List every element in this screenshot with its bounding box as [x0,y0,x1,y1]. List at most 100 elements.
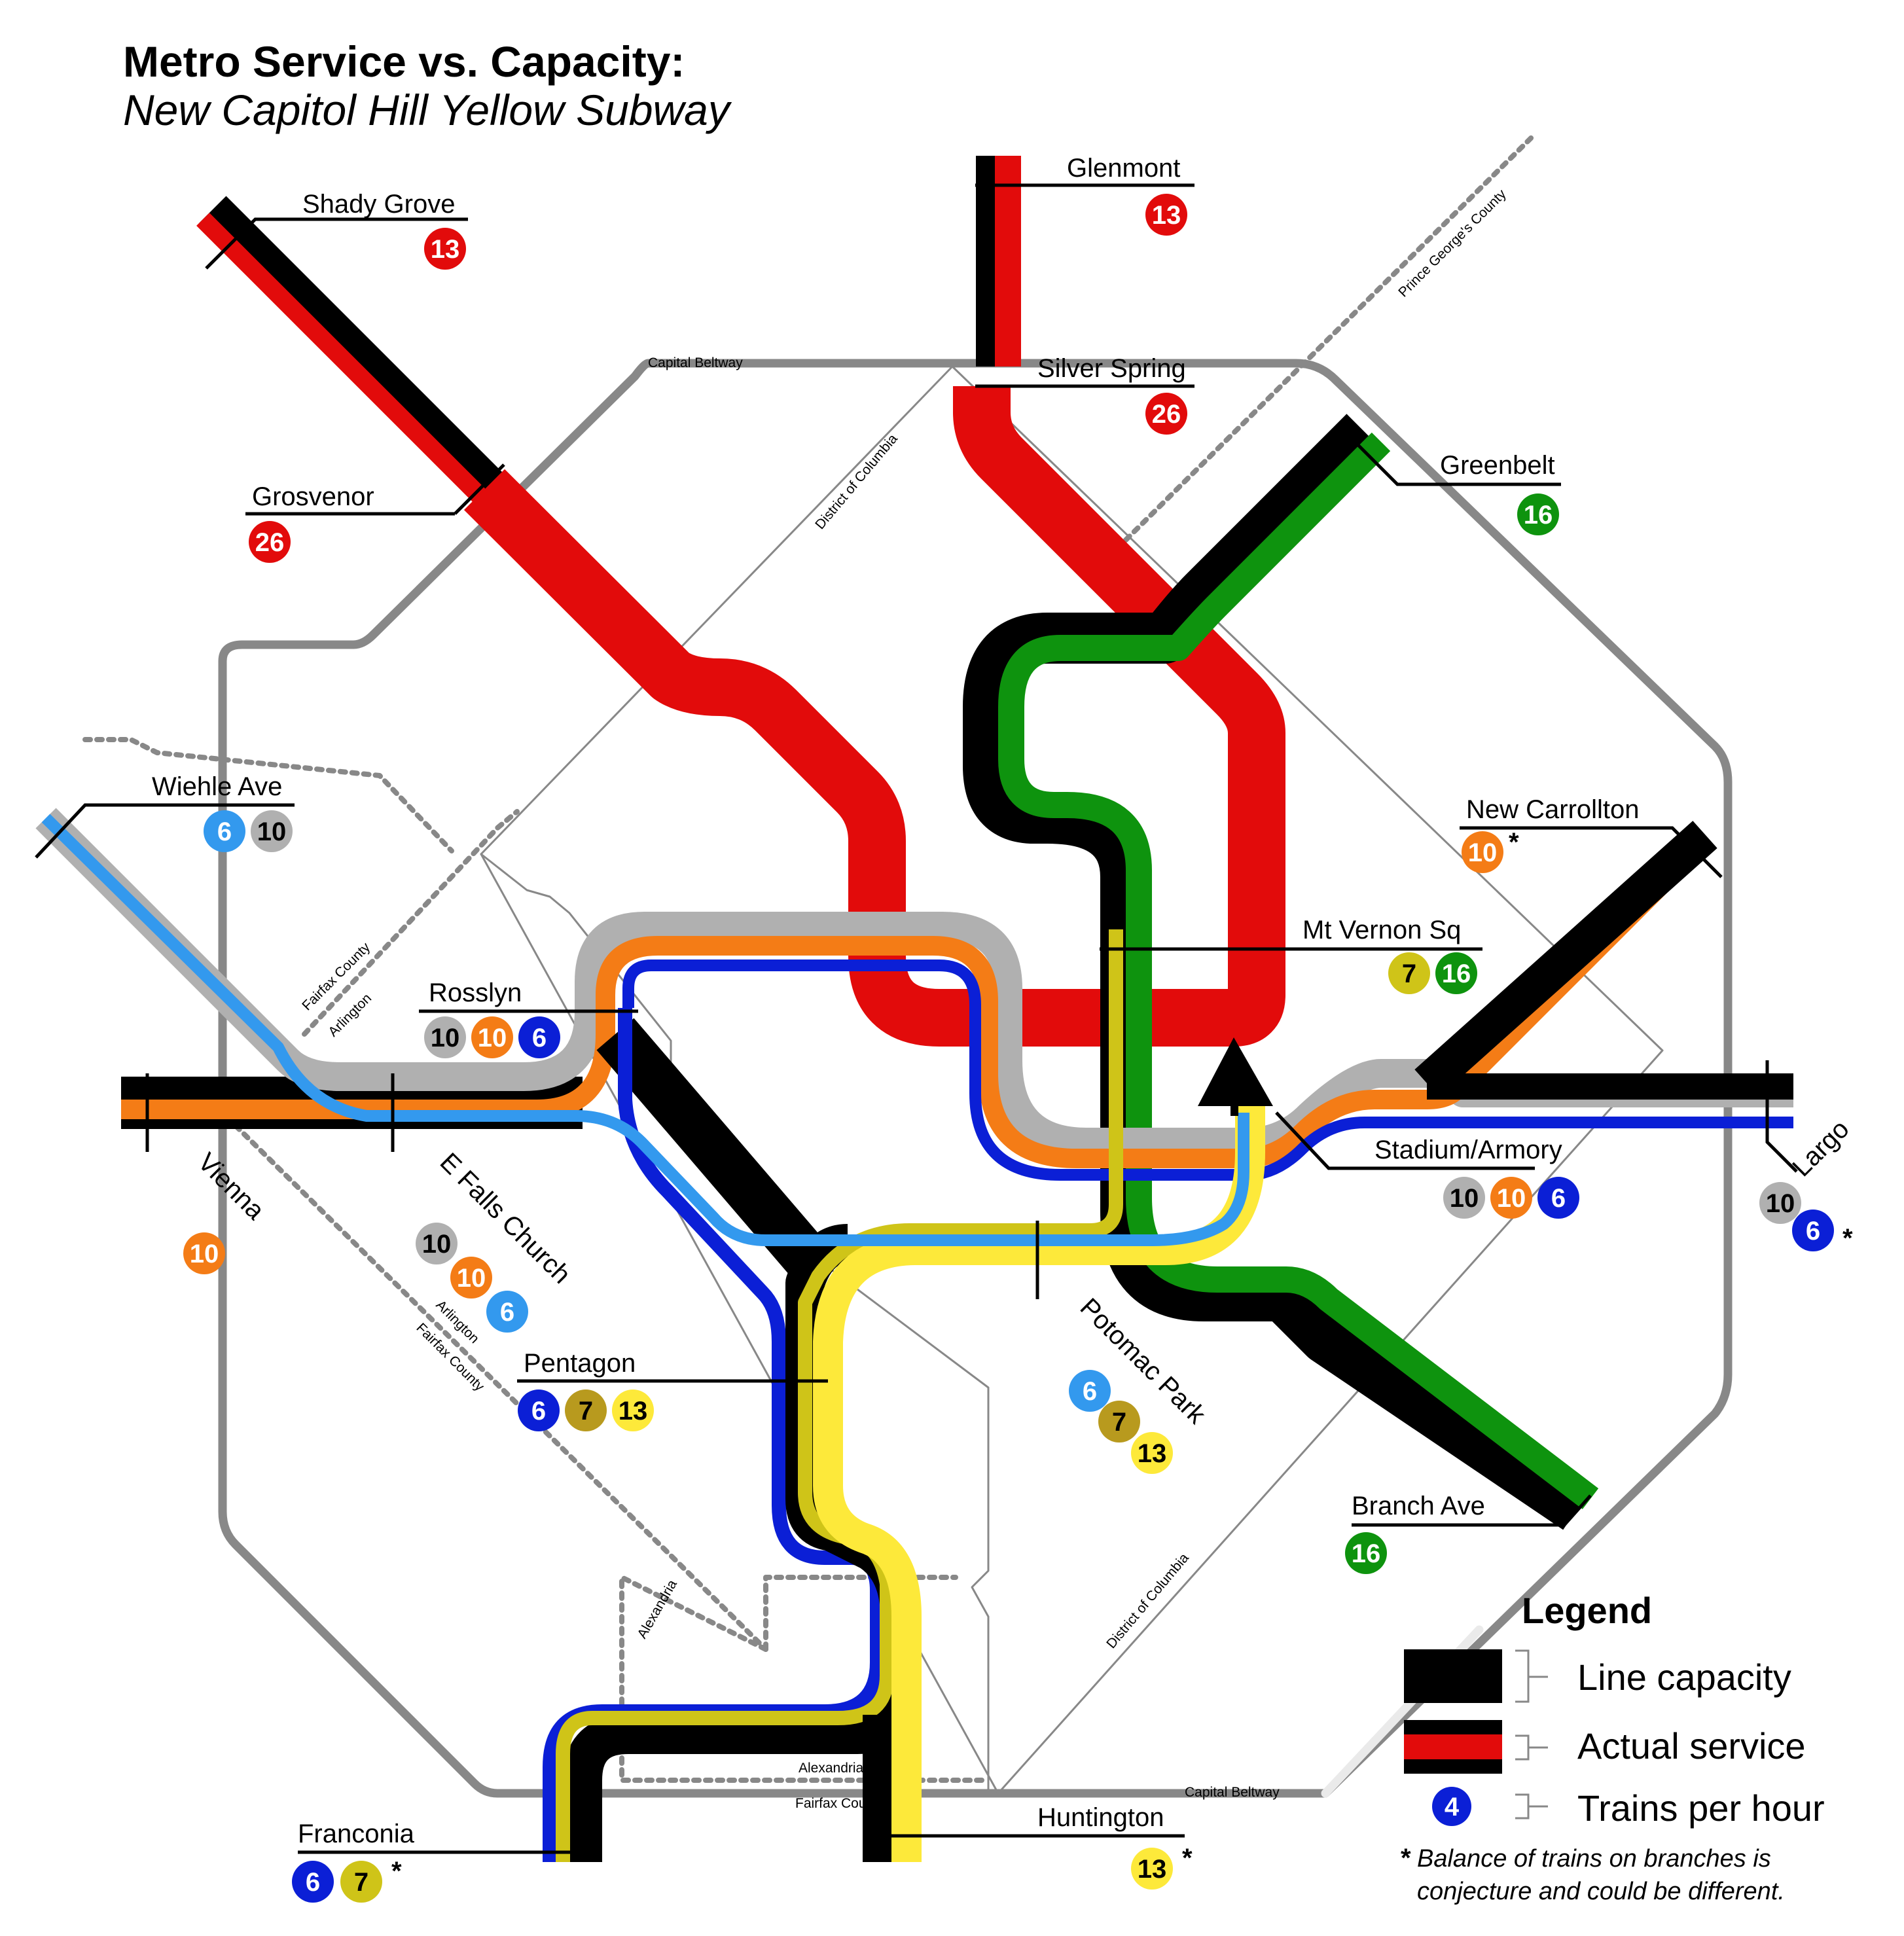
station-wiehle: Wiehle Ave [152,772,282,801]
red-line-trunk [463,384,1285,1047]
pentagon-badge-1-circle [518,1389,560,1431]
station-greenbelt: Greenbelt [1440,451,1555,480]
grosvenor-callout [245,463,505,516]
new-carrollton-note-mark: * [1509,828,1519,857]
legend-tph-label: Trains per hour [1577,1787,1825,1829]
rosslyn-to-pentagon-capacity [596,1018,831,1280]
largo-callout [1765,1060,1798,1173]
largo-badge-2-value: 6 [1806,1217,1820,1246]
station-franconia: Franconia [298,1819,415,1848]
wiehle-badge-2-circle [251,810,293,852]
glenmont-badge-1-value: 13 [1152,201,1181,230]
potomac-badge-3-value: 13 [1138,1439,1167,1468]
pentagon-badge-3-circle [612,1389,654,1431]
yellow-arrow-stem [1230,1103,1238,1116]
red-line-capacity-west [199,196,505,501]
rosslyn-badge-2-value: 10 [478,1024,507,1052]
yellow-line-service [813,1100,1265,1862]
pentagon-badge-2-value: 7 [579,1397,593,1425]
stadium-badge-3-circle [1537,1177,1579,1219]
station-largo: Largo [1787,1115,1854,1182]
station-new-carrollton: New Carrollton [1466,795,1640,824]
vienna-badge-1-value: 10 [190,1240,219,1268]
stadium-badge-3-value: 6 [1551,1184,1566,1213]
huntington-badge-1-value: 13 [1138,1855,1167,1884]
dc-boundary [480,365,1664,1795]
map-subtitle: New Capitol Hill Yellow Subway [123,86,730,134]
shady-grove-badge-1-value: 13 [431,235,460,264]
huntington-badge-1-circle [1131,1848,1173,1890]
station-silver-spring: Silver Spring [1037,354,1186,383]
greenbelt-callout [1347,434,1561,486]
legend-badge-circle [1432,1787,1471,1826]
station-shady-grove: Shady Grove [302,190,455,219]
station-glenmont: Glenmont [1067,154,1180,183]
franconia-badge-2-value: 7 [354,1868,368,1897]
pentagon-badge-2-circle [565,1389,607,1431]
rosslyn-badge-3-circle [518,1016,560,1058]
new-carrollton-badge-1-circle [1462,831,1503,873]
potomac-badge-3-circle [1131,1432,1173,1474]
station-callouts [35,183,1798,1854]
glenmont-badge-1-circle [1145,194,1187,236]
shady-grove-badge-1-circle [424,228,466,270]
station-vienna: Vienna [192,1147,270,1225]
new-carrollton-capacity [1414,821,1717,1097]
legend-service-bracket [1515,1734,1548,1761]
largo-note-mark: * [1842,1224,1853,1253]
mt-vernon-badge-2-circle [1435,952,1477,994]
new-carrollton-badge-1-value: 10 [1468,838,1498,867]
legend-badge-value: 4 [1445,1793,1460,1821]
efalls-badge-3-value: 6 [500,1298,514,1327]
map-title: Metro Service vs. Capacity: [123,37,685,86]
station-stadium: Stadium/Armory [1374,1136,1562,1164]
potomac-badge-2-circle [1098,1401,1140,1443]
wiehle-badge-1-value: 6 [217,817,232,846]
largo-badge-1-circle [1759,1182,1801,1224]
branch-callout [1352,1494,1592,1527]
huntington-note-mark: * [1182,1844,1193,1873]
station-pentagon: Pentagon [524,1349,636,1378]
metro-lines [35,156,1793,1862]
silver-spring-badge-1-value: 26 [1152,400,1181,429]
branch-badge-1-value: 16 [1352,1539,1381,1568]
largo-badge-2-circle [1792,1210,1834,1251]
efalls-badge-1-value: 10 [422,1230,452,1259]
stadium-badge-2-value: 10 [1497,1184,1526,1213]
shady-grove-callout [205,217,468,270]
greenbelt-badge-1-value: 16 [1524,501,1553,529]
legend-title: Legend [1522,1590,1652,1631]
legend-service-swatch-red [1404,1734,1502,1759]
rosslyn-badge-2-circle [471,1016,513,1058]
potomac-badge-2-value: 7 [1112,1408,1126,1437]
yellow-arrow [1198,1037,1273,1106]
beltway-label-bottom: Capital Beltway [1185,1785,1280,1800]
new-carrollton-callout [1460,826,1723,878]
franconia-badge-1-circle [292,1861,334,1903]
station-rosslyn: Rosslyn [429,978,522,1007]
legend-service-label: Actual service [1577,1725,1806,1766]
rosslyn-badge-1-value: 10 [431,1024,460,1052]
red-line-service-west [196,213,488,504]
mt-vernon-badge-2-value: 16 [1442,959,1471,988]
green-line-service [998,432,1599,1509]
station-branch: Branch Ave [1352,1492,1485,1520]
dc-label-bottom: District of Columbia [1104,1551,1192,1651]
silver-spring-badge-1-circle [1145,393,1187,435]
silver-loop [35,808,1793,1156]
station-grosvenor: Grosvenor [252,482,374,511]
largo-badge-1-value: 10 [1766,1189,1795,1218]
legend-note-line2: conjecture and could be different. [1417,1878,1785,1905]
station-mt-vernon: Mt Vernon Sq [1302,916,1461,944]
dc-label-top: District of Columbia [812,431,901,532]
legend: Legend 4 Line capacity Actual service Tr… [1401,1590,1825,1905]
beltway-label-top: Capital Beltway [648,355,743,370]
legend-capacity-swatch [1404,1649,1502,1703]
pg-county-line [1123,135,1534,543]
branch-badge-1-circle [1345,1532,1387,1574]
legend-tph-bracket [1515,1793,1548,1819]
efalls-badge-1-circle [416,1223,458,1264]
greenbelt-badge-1-circle [1517,493,1559,535]
